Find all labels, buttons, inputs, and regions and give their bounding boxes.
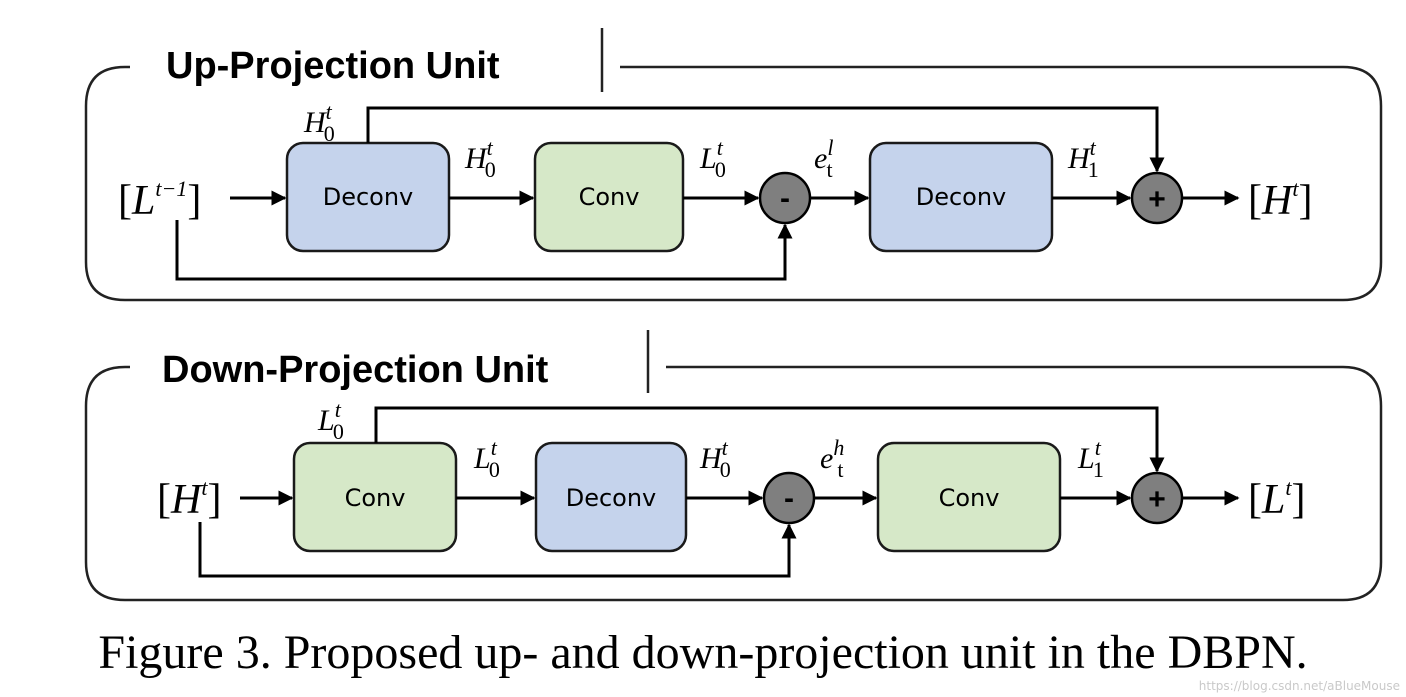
up-input-bypass-wire bbox=[175, 220, 793, 281]
down-block-3-label: Conv bbox=[939, 484, 1000, 512]
up-input-label: [Lt−1] bbox=[118, 176, 201, 224]
up-projection-unit: Up-Projection Unit [Lt−1] [Ht] Deconv Co… bbox=[84, 28, 1383, 302]
watermark: https://blog.csdn.net/aBlueMouse bbox=[1199, 679, 1400, 693]
down-output-label: [Lt] bbox=[1248, 475, 1305, 523]
up-subtract-sign: - bbox=[780, 182, 790, 215]
down-add-sign: + bbox=[1148, 483, 1166, 516]
up-block-2-label: Conv bbox=[579, 183, 640, 211]
up-block-1-label: Deconv bbox=[323, 183, 414, 211]
down-block-2-label: Deconv bbox=[566, 484, 657, 512]
down-input-label: [Ht] bbox=[157, 475, 221, 523]
down-subtract-sign: - bbox=[784, 482, 794, 515]
up-skip-wire bbox=[366, 106, 1165, 173]
up-block-3-label: Deconv bbox=[916, 183, 1007, 211]
down-block-1-label: Conv bbox=[345, 484, 406, 512]
down-skip-wire bbox=[374, 406, 1165, 473]
up-unit-title: Up-Projection Unit bbox=[166, 45, 500, 87]
up-unit-frame bbox=[84, 65, 1383, 302]
down-unit-frame bbox=[84, 365, 1383, 602]
up-add-sign: + bbox=[1148, 183, 1166, 216]
up-output-label: [Ht] bbox=[1248, 176, 1312, 224]
down-projection-unit: Down-Projection Unit [Ht] [Lt] Conv Deco… bbox=[84, 330, 1383, 602]
down-unit-title: Down-Projection Unit bbox=[162, 349, 549, 391]
down-input-bypass-wire bbox=[198, 522, 797, 578]
figure-caption: Figure 3. Proposed up- and down-projecti… bbox=[98, 626, 1307, 679]
